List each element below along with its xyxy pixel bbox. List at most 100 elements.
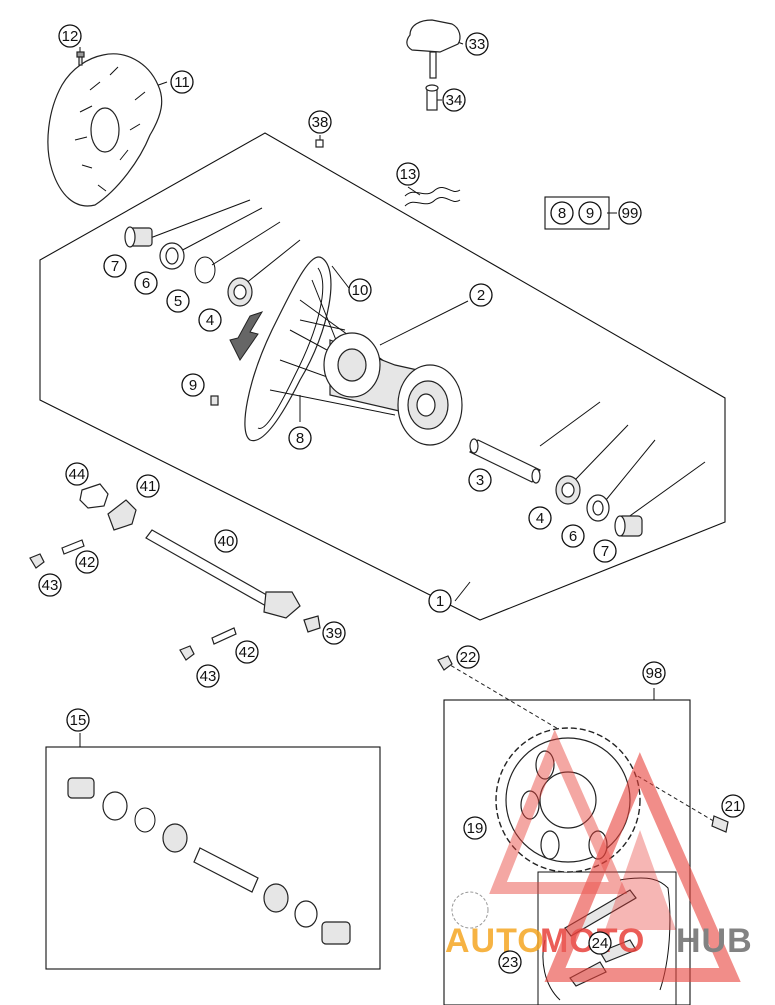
callout-c6b: 6 (561, 524, 585, 548)
callout-c7a: 7 (103, 254, 127, 278)
brake-disc (47, 53, 163, 207)
axle-nut (79, 483, 109, 509)
callout-c4b: 4 (528, 506, 552, 530)
callout-c6a: 6 (134, 271, 158, 295)
callout-c19: 19 (463, 816, 487, 840)
callout-number: 39 (326, 625, 343, 642)
callout-number: 43 (200, 668, 217, 685)
callout-number: 10 (352, 282, 369, 299)
watermark-hub: HUB (676, 922, 753, 960)
callout-number: 8 (296, 430, 304, 447)
callout-number: 2 (477, 287, 485, 304)
right-bearing (555, 475, 581, 505)
callout-number: 40 (218, 533, 235, 550)
callout-number: 11 (174, 74, 190, 91)
callout-number: 6 (142, 275, 150, 292)
callout-number: 13 (400, 166, 417, 183)
callout-c2: 2 (469, 283, 493, 307)
callout-c9a: 9 (181, 373, 205, 397)
watermark-auto: AUTO (445, 922, 545, 960)
adjuster-bolt-upper (61, 539, 85, 555)
axle-insert (425, 84, 439, 111)
front-sprocket (451, 891, 489, 929)
callout-c34: 34 (442, 88, 466, 112)
callout-c8box: 8 (550, 201, 574, 225)
callout-c10: 10 (348, 278, 372, 302)
rear-sprocket (495, 727, 641, 873)
disc-bolt (76, 51, 85, 66)
callout-c4a: 4 (198, 308, 222, 332)
callout-number: 24 (592, 935, 609, 952)
callout-number: 23 (502, 954, 519, 971)
callout-number: 42 (239, 644, 256, 661)
callout-c7b: 7 (593, 539, 617, 563)
bearing-kit-frame (45, 746, 381, 970)
callout-number: 12 (62, 28, 79, 45)
callout-c40: 40 (214, 529, 238, 553)
callout-c15: 15 (66, 708, 90, 732)
rim-tape (404, 186, 461, 207)
callout-c44: 44 (65, 462, 89, 486)
callout-c43b: 43 (196, 664, 220, 688)
valve-cap (315, 139, 324, 148)
chain-adjuster (107, 499, 137, 531)
axle-tool (406, 19, 461, 79)
left-seal (159, 242, 185, 270)
callout-number: 7 (111, 258, 119, 275)
wheel-axle (145, 529, 301, 619)
callout-c5: 5 (166, 289, 190, 313)
adjuster-nut-upper (29, 553, 45, 569)
sprocket-kit-frame (443, 699, 691, 1005)
callout-number: 42 (79, 554, 96, 571)
callout-c42b: 42 (235, 640, 259, 664)
callout-c1: 1 (428, 589, 452, 613)
right-seal (586, 494, 610, 522)
adjuster-bolt-lower (211, 627, 237, 645)
callout-c38: 38 (308, 110, 332, 134)
callout-number: 99 (622, 205, 639, 222)
callout-number: 9 (586, 205, 594, 222)
callout-number: 1 (436, 593, 444, 610)
chain-kit-frame (537, 871, 677, 1005)
callout-number: 4 (206, 312, 214, 329)
callout-number: 6 (569, 528, 577, 545)
callout-c11: 11 (170, 70, 194, 94)
callout-number: 9 (189, 377, 197, 394)
callout-c3: 3 (468, 468, 492, 492)
callout-number: 4 (536, 510, 544, 527)
left-spacer (124, 226, 153, 248)
callout-c21: 21 (721, 794, 745, 818)
callout-number: 33 (469, 36, 486, 53)
callout-c9b: 9 (578, 201, 602, 225)
callout-c39: 39 (322, 621, 346, 645)
callout-number: 19 (467, 820, 484, 837)
callout-c43a: 43 (38, 573, 62, 597)
spoke-nipple (210, 395, 219, 406)
right-spacer (614, 515, 643, 537)
rotation-arrow (229, 311, 264, 361)
callout-c98: 98 (642, 661, 666, 685)
bolt-axis-line (444, 661, 723, 827)
callout-c42a: 42 (75, 550, 99, 574)
callout-c8: 8 (288, 426, 312, 450)
hub-spacer-tube (469, 438, 541, 484)
callout-number: 98 (646, 665, 663, 682)
callout-c12: 12 (58, 24, 82, 48)
adjuster-nut-lower (179, 645, 195, 661)
callout-number: 7 (601, 543, 609, 560)
callout-number: 38 (312, 114, 329, 131)
wheel-hub (323, 332, 463, 446)
axle-screw (303, 615, 321, 633)
callout-c23: 23 (498, 950, 522, 974)
callout-number: 21 (725, 798, 742, 815)
callout-number: 43 (42, 577, 59, 594)
callout-c99: 99 (618, 201, 642, 225)
sprocket-nut (437, 655, 453, 671)
callout-number: 8 (558, 205, 566, 222)
callout-c33: 33 (465, 32, 489, 56)
callout-number: 5 (174, 293, 182, 310)
callout-number: 3 (476, 472, 484, 489)
left-bearing (227, 277, 253, 307)
circlip (194, 256, 216, 284)
